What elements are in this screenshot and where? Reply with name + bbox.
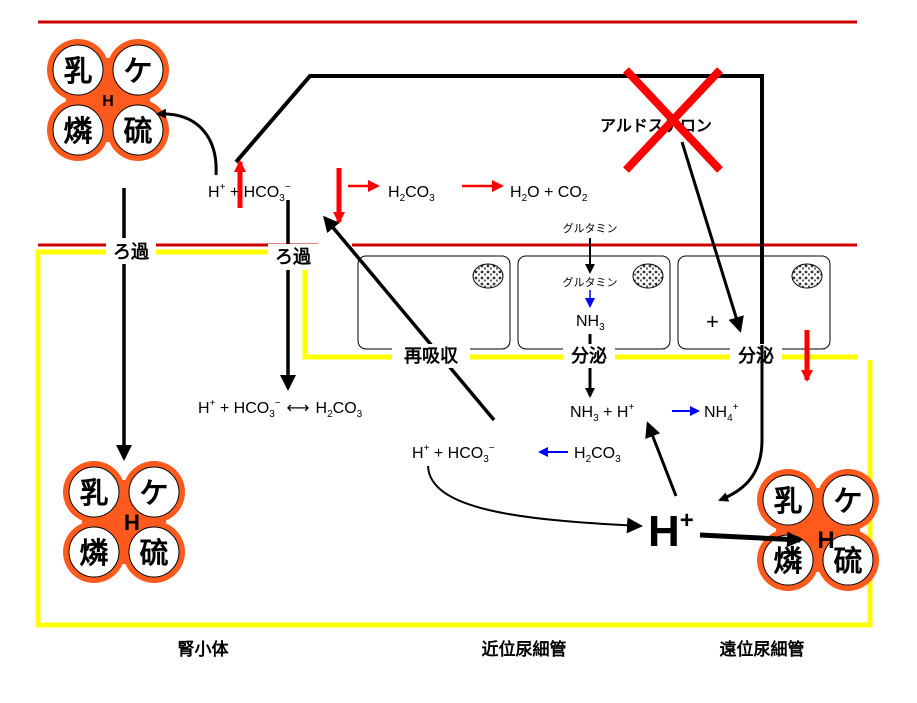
cluster-bl-keto: ケ [139, 476, 168, 510]
arrow-bigh-to-cluster [699, 531, 803, 548]
cluster-br-keto: ケ [833, 484, 862, 518]
cluster-tl-phosphate: 燐 [63, 114, 92, 148]
ammonium: NH4+ [704, 402, 739, 424]
arrow-h-to-cluster [156, 108, 218, 176]
tubule-inner-line [302, 258, 857, 360]
arrow-loop-to-h [718, 345, 764, 502]
cluster-bl-sulfate: 硫 [139, 536, 168, 570]
cluster-br-lactic: 乳 [773, 484, 802, 518]
acid-cluster-bottom-left: 乳 ケ 燐 硫 H [63, 461, 185, 583]
cluster-tl-sulfate: 硫 [123, 114, 152, 148]
top-equation: H+ + HCO3− H2CO3 H2O + CO2 [208, 182, 588, 204]
top-eq-h2o-co2: H2O + CO2 [510, 184, 588, 204]
top-eq-h2co3: H2CO3 [388, 184, 435, 204]
acid-cluster-top-left: 乳 ケ 燐 硫 H [47, 39, 169, 161]
acid-cluster-bottom-right: 乳 ケ 燐 硫 H [757, 469, 879, 591]
middle-left-equation: H+ + HCO3−⟷H2CO3 [198, 398, 363, 420]
cluster-bl-h: H [124, 510, 140, 535]
arrow-h-to-bigh [427, 465, 643, 534]
reabsorption-label: 再吸収 [404, 346, 459, 367]
ammonia-equation: NH3 + H+ [570, 402, 634, 424]
big-h-ion: H+ [648, 507, 694, 556]
cluster-br-phosphate: 燐 [773, 544, 802, 578]
arrow-bigh-to-ammonia [645, 421, 678, 497]
feedback-loop-line [234, 74, 764, 345]
section-label-glomerulus: 腎小体 [178, 639, 230, 660]
h2co3-right: H2CO3 [574, 445, 621, 465]
cluster-tl-h: H [102, 93, 114, 110]
plus-sign: + [706, 309, 719, 334]
cluster-bl-phosphate: 燐 [79, 536, 108, 570]
arrow-aldosterone [680, 141, 744, 333]
aldosterone-label: アルドステロン [600, 116, 712, 135]
cluster-tl-keto: ケ [123, 54, 152, 88]
cross-mark-icon [623, 67, 723, 173]
top-eq-h: H+ + HCO3− [208, 182, 291, 204]
glutamine-label-cell: グルタミン [563, 275, 618, 289]
cluster-br-sulfate: 硫 [833, 544, 862, 578]
cluster-br-h: H [817, 527, 834, 554]
nh3-in-cell: NH3 [576, 313, 605, 333]
arrow-reabsorption [323, 215, 496, 422]
cell-nucleus-1 [472, 263, 504, 289]
cell-nucleus-3 [791, 263, 823, 289]
section-label-distal: 遠位尿細管 [720, 639, 805, 660]
cell-nucleus-2 [632, 263, 664, 289]
secretion-label-mid: 分泌 [571, 345, 607, 367]
filtration-label-left: ろ過 [113, 242, 150, 263]
glutamine-label-top: グルタミン [563, 221, 618, 235]
middle-right-equation: H+ + HCO3− [412, 443, 495, 465]
cluster-tl-lactic: 乳 [63, 54, 92, 88]
secretion-label-right: 分泌 [738, 345, 774, 367]
section-label-proximal: 近位尿細管 [482, 639, 567, 660]
cluster-bl-lactic: 乳 [79, 476, 108, 510]
filtration-label-mid: ろ過 [275, 247, 312, 268]
